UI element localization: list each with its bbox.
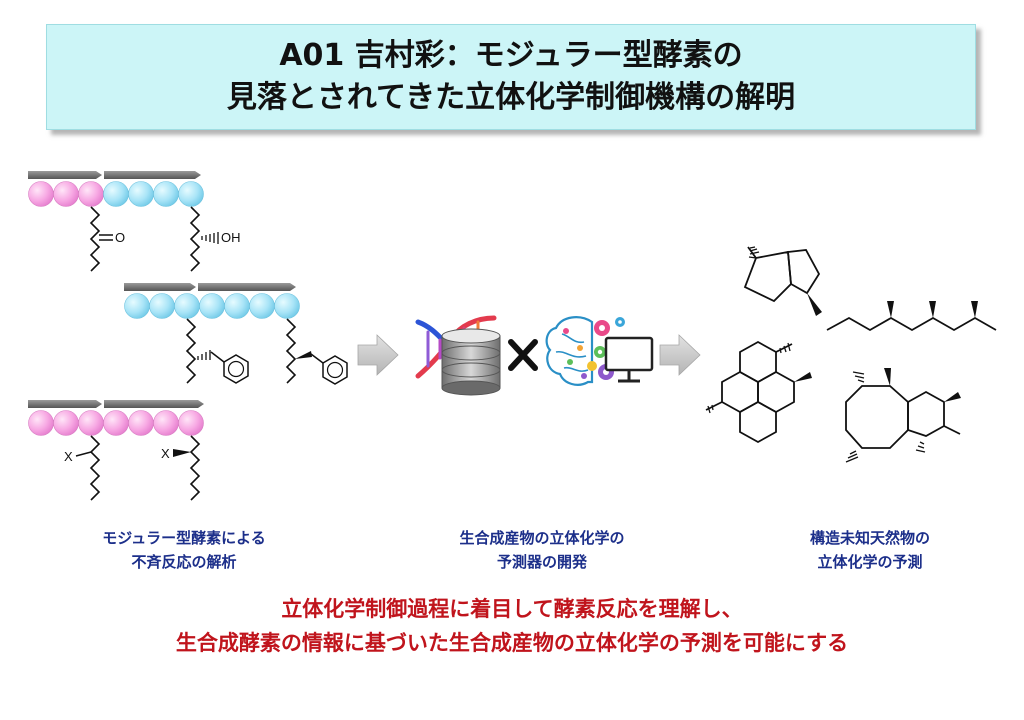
benzene-ring <box>223 354 249 384</box>
hashed-wedge <box>201 232 219 244</box>
conclusion-line-2: 生合成酵素の情報に基づいた生合成産物の立体化学の予測を可能にする <box>175 631 849 655</box>
methyl-chain-structure <box>826 316 997 332</box>
tetracyclic-structure <box>705 340 795 444</box>
caption-middle: 生合成産物の立体化学の 予測器の開発 <box>412 526 672 574</box>
bicyclic-8-6-structure <box>845 385 961 449</box>
module-2 <box>124 283 348 385</box>
title-box: A01 吉村彩：モジュラー型酵素の 見落とされてきた立体化学制御機構の解明 <box>46 24 976 130</box>
caption-left-line-2: 不斉反応の解析 <box>131 553 237 571</box>
caption-middle-line-2: 予測器の開発 <box>496 553 587 571</box>
atom-label-oh: OH <box>221 230 241 245</box>
title-line-2: 見落とされてきた立体化学制御機構の解明 <box>226 80 796 115</box>
caption-left-line-1: モジュラー型酵素による <box>102 529 266 547</box>
caption-right-line-1: 構造未知天然物の <box>809 529 930 547</box>
chain-alcohol <box>189 206 201 272</box>
domain-bar <box>198 283 296 291</box>
pink-beads <box>28 181 104 207</box>
module-3 <box>28 400 204 501</box>
caption-left: モジュラー型酵素による 不斉反応の解析 <box>54 526 314 574</box>
solid-wedge <box>944 392 961 402</box>
brain-computer-icon <box>545 316 654 386</box>
solid-wedge <box>971 301 978 318</box>
domain-bar <box>28 400 102 408</box>
chain-x-plain <box>89 435 101 501</box>
module-1 <box>28 171 219 272</box>
multiply-icon <box>508 339 538 371</box>
hashed-wedge <box>197 350 211 360</box>
flow-arrow-1 <box>357 334 399 376</box>
domain-bar <box>104 171 201 179</box>
solid-wedge <box>807 293 822 316</box>
solid-wedge <box>929 301 936 318</box>
benzene-ring <box>322 355 348 385</box>
solid-wedge <box>887 301 894 318</box>
dna-database-icon <box>415 315 501 396</box>
chain-benzyl-wedge <box>285 318 297 384</box>
domain-bar <box>28 171 102 179</box>
atom-label-o: O <box>115 230 125 245</box>
solid-wedge <box>884 368 891 386</box>
domain-bar <box>124 283 196 291</box>
blue-beads <box>124 293 300 319</box>
solid-wedge <box>794 372 812 382</box>
conclusion-line-1: 立体化学制御過程に着目して酵素反応を理解し、 <box>281 597 743 621</box>
domain-bar <box>104 400 204 408</box>
hashed-wedge <box>845 371 926 463</box>
chain-x-wedge <box>189 435 201 501</box>
title-line-1: A01 吉村彩：モジュラー型酵素の <box>279 38 743 73</box>
caption-right-line-2: 立体化学の予測 <box>817 553 923 571</box>
solid-wedge <box>295 351 312 359</box>
caption-middle-line-1: 生合成産物の立体化学の <box>459 529 625 547</box>
flow-arrow-2 <box>659 334 701 376</box>
atom-label-x-right: X <box>161 446 170 461</box>
pink-beads <box>28 410 204 436</box>
solid-wedge <box>173 449 191 457</box>
atom-label-x-left: X <box>64 449 73 464</box>
bicyclic-structure <box>743 246 821 303</box>
chain-ketone <box>89 206 101 272</box>
chain-benzyl-hashed <box>185 318 197 384</box>
hashed-wedge <box>707 342 791 414</box>
caption-right: 構造未知天然物の 立体化学の予測 <box>760 526 980 574</box>
blue-beads <box>103 181 204 207</box>
